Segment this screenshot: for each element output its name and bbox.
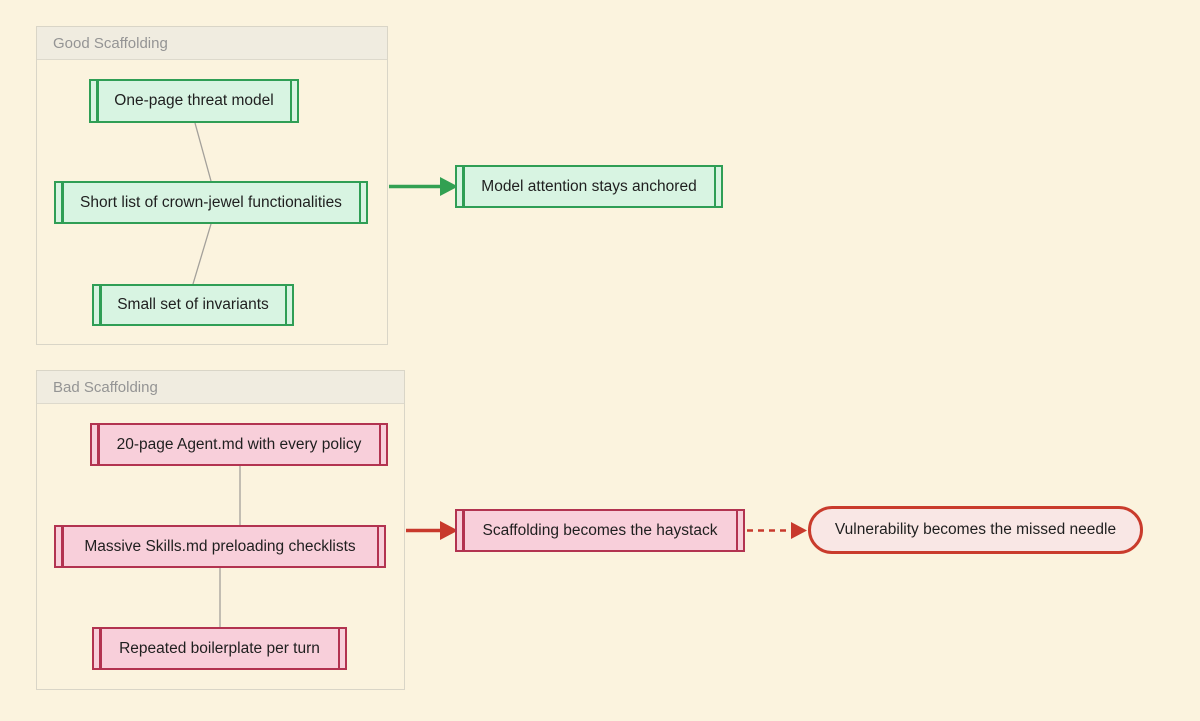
node-repeated-boilerplate: Repeated boilerplate per turn <box>92 627 347 670</box>
good-scaffolding-header: Good Scaffolding <box>37 27 387 60</box>
node-label: Model attention stays anchored <box>481 177 697 195</box>
edge-haystack-to-needle-dashed-arrow <box>747 522 807 539</box>
node-20-page-agent-md: 20-page Agent.md with every policy <box>90 423 388 466</box>
node-label: One-page threat model <box>114 92 274 110</box>
node-label: Vulnerability becomes the missed needle <box>834 521 1117 539</box>
node-label: Small set of invariants <box>117 296 269 314</box>
good-scaffolding-title: Good Scaffolding <box>53 34 168 52</box>
node-model-attention-anchored: Model attention stays anchored <box>455 165 723 208</box>
edge-bad-arrow <box>406 521 458 540</box>
node-label: 20-page Agent.md with every policy <box>116 435 362 453</box>
node-scaffolding-haystack: Scaffolding becomes the haystack <box>455 509 745 552</box>
node-small-set-of-invariants: Small set of invariants <box>92 284 294 326</box>
node-vulnerability-missed-needle: Vulnerability becomes the missed needle <box>808 506 1143 554</box>
dashed-arrowhead-icon <box>791 522 807 539</box>
good-scaffolding-subgraph: Good Scaffolding <box>36 26 388 345</box>
bad-scaffolding-title: Bad Scaffolding <box>53 378 158 396</box>
node-label: Scaffolding becomes the haystack <box>482 521 718 539</box>
node-label: Repeated boilerplate per turn <box>119 639 320 657</box>
node-massive-skills-md: Massive Skills.md preloading checklists <box>54 525 386 568</box>
node-one-page-threat-model: One-page threat model <box>89 79 299 123</box>
edge-good-arrow <box>389 177 458 196</box>
node-label: Short list of crown-jewel functionalitie… <box>80 193 342 211</box>
node-label: Massive Skills.md preloading checklists <box>84 537 356 555</box>
bad-scaffolding-header: Bad Scaffolding <box>37 371 404 404</box>
node-crown-jewel-functionalities: Short list of crown-jewel functionalitie… <box>54 181 368 224</box>
bad-scaffolding-subgraph: Bad Scaffolding <box>36 370 405 690</box>
